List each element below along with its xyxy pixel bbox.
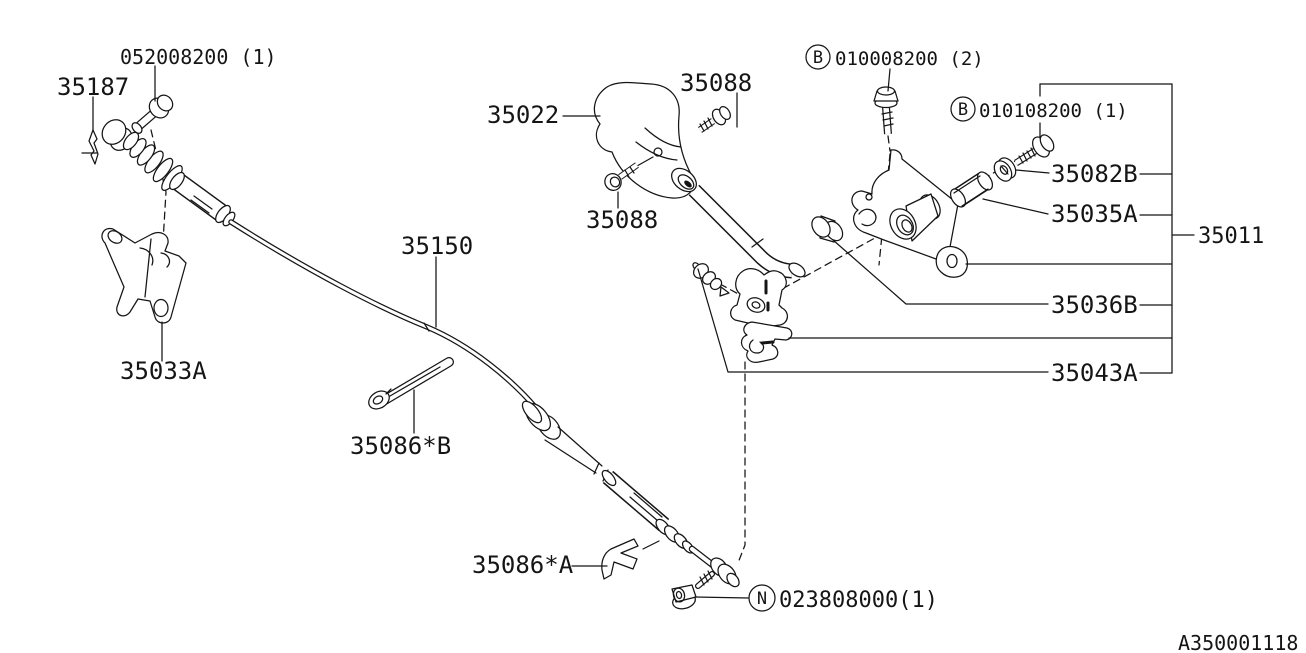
bracket-35033A: [101, 227, 187, 324]
stay-bracket-plate: [851, 149, 959, 264]
pin-35187: [81, 129, 99, 165]
callout-n-letter: N: [757, 589, 767, 609]
screw-35088-upper: [698, 106, 731, 133]
part-label-35022: 35022: [487, 101, 559, 129]
part-label-35187: 35187: [57, 73, 129, 101]
shift-lever-rod: [688, 184, 806, 279]
washer-35082B: [993, 157, 1017, 182]
part-label-35086B: 35086*B: [350, 432, 451, 460]
callout-circle-b1: B: [805, 44, 831, 70]
part-label-35011: 35011: [1198, 224, 1264, 249]
screw-35088-lower: [604, 156, 654, 191]
shifter-cable-35150: [101, 119, 740, 589]
leader-lines: [92, 65, 1195, 599]
callout-b2-letter: B: [958, 100, 968, 120]
part-label-35088-top: 35088: [680, 69, 752, 97]
clip-35086A: [601, 538, 639, 580]
callout-circle-n: N: [748, 584, 776, 612]
spacer-35035A: [949, 171, 994, 208]
callout-circle-b2: B: [950, 96, 976, 122]
pivot-bushing-large: [889, 193, 941, 242]
bracket-ear: [935, 245, 969, 278]
clip-35086B: [368, 357, 454, 410]
bolt-052008200: [131, 94, 174, 134]
part-label-35150: 35150: [401, 232, 473, 260]
part-label-35043A: 35043A: [1051, 359, 1138, 387]
part-label-023808000: 023808000(1): [779, 588, 938, 613]
bushing-35036B: [811, 215, 844, 243]
part-label-35086A: 35086*A: [472, 551, 574, 579]
part-label-35035A: 35035A: [1051, 200, 1138, 228]
bolt-010108200: [1014, 134, 1055, 166]
part-label-010108200: 010108200 (1): [979, 100, 1128, 122]
drawing-number: A350001118: [1178, 631, 1298, 653]
part-label-35088-bottom: 35088: [586, 206, 658, 234]
part-label-35033A: 35033A: [120, 357, 207, 385]
part-label-052008200: 052008200 (1): [120, 45, 277, 69]
part-label-35036B: 35036B: [1051, 291, 1138, 319]
spring-35043A: [692, 262, 730, 297]
bolt-010008200: [873, 86, 899, 135]
part-label-35082B: 35082B: [1051, 160, 1138, 188]
part-label-010008200: 010008200 (2): [835, 48, 984, 70]
shift-knob-35022: [593, 81, 695, 199]
knob-collar: [671, 167, 697, 193]
callout-b1-letter: B: [813, 48, 823, 68]
lever-hook: [740, 321, 793, 363]
nut-023808000: [671, 584, 697, 610]
lever-pivot-clevis: [730, 268, 788, 328]
